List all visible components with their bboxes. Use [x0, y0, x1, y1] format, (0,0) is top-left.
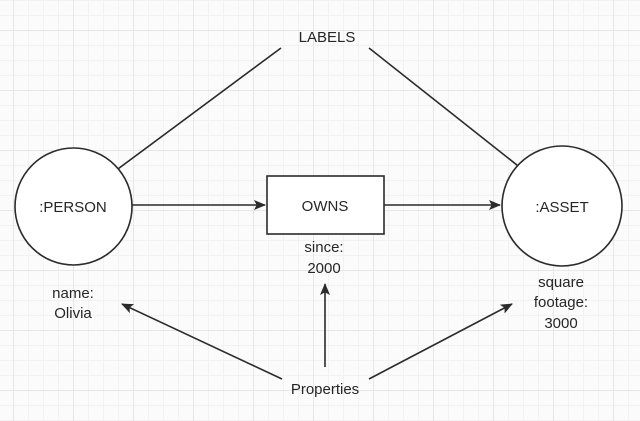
asset-node-label: :ASSET	[535, 199, 588, 216]
asset-node-circle	[501, 145, 623, 267]
properties-caption: Properties	[291, 381, 359, 398]
edge-properties-to-asset-property	[368, 303, 513, 380]
edge-properties-to-person-property	[121, 303, 283, 380]
owns-relationship-label: OWNS	[302, 198, 349, 215]
person-node-label: :PERSON	[39, 199, 107, 216]
person-node-circle	[14, 147, 133, 266]
edge-labels-to-asset	[368, 47, 547, 189]
asset-property-line-1: square	[538, 274, 584, 291]
owns-property-line-2: 2000	[307, 260, 340, 277]
owns-relationship-box	[266, 175, 385, 235]
person-property-line-1: name:	[52, 285, 94, 302]
person-property-line-2: Olivia	[54, 305, 92, 322]
edge-labels-to-person	[90, 47, 282, 190]
asset-property-line-3: 3000	[544, 315, 577, 332]
asset-property-line-2: footage:	[534, 294, 588, 311]
owns-property-line-1: since:	[304, 239, 343, 256]
labels-caption: LABELS	[299, 29, 356, 46]
